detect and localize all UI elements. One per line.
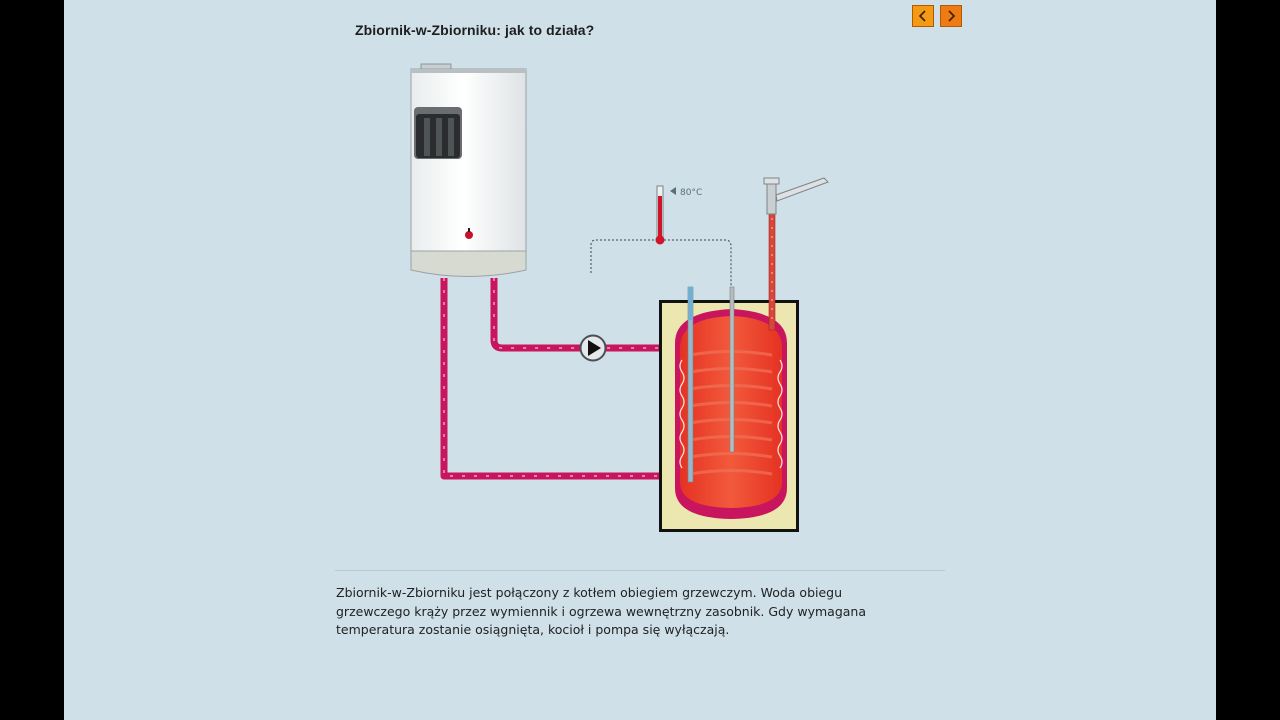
circulation-pump-icon: [579, 334, 607, 362]
divider: [335, 570, 945, 571]
page-title: Zbiornik-w-Zbiorniku: jak to działa?: [355, 22, 595, 38]
previous-button[interactable]: [912, 5, 934, 27]
chevron-right-icon: [948, 10, 956, 22]
chevron-left-icon: [918, 10, 926, 22]
sensor-wire: [590, 239, 732, 290]
storage-tank-icon: [659, 211, 799, 532]
thermostat-temperature-label: 80°C: [680, 188, 702, 198]
thermometer-icon: 80°C: [655, 185, 702, 245]
next-button[interactable]: [940, 5, 962, 27]
description-text: Zbiornik-w-Zbiorniku jest połączony z ko…: [336, 584, 936, 640]
boiler-icon: [410, 63, 527, 277]
slide-stage: Zbiornik-w-Zbiorniku: jak to działa?: [64, 0, 1216, 720]
tank-in-tank-diagram: 80°C: [410, 63, 829, 532]
description-line: temperatura zostanie osiągnięta, kocioł …: [336, 622, 730, 638]
description-line: grzewczego krąży przez wymiennik i ogrze…: [336, 603, 866, 619]
description-line: Zbiornik-w-Zbiorniku jest połączony z ko…: [336, 585, 843, 600]
faucet-icon: [763, 177, 829, 215]
heating-circuit-pipes: [440, 278, 664, 480]
